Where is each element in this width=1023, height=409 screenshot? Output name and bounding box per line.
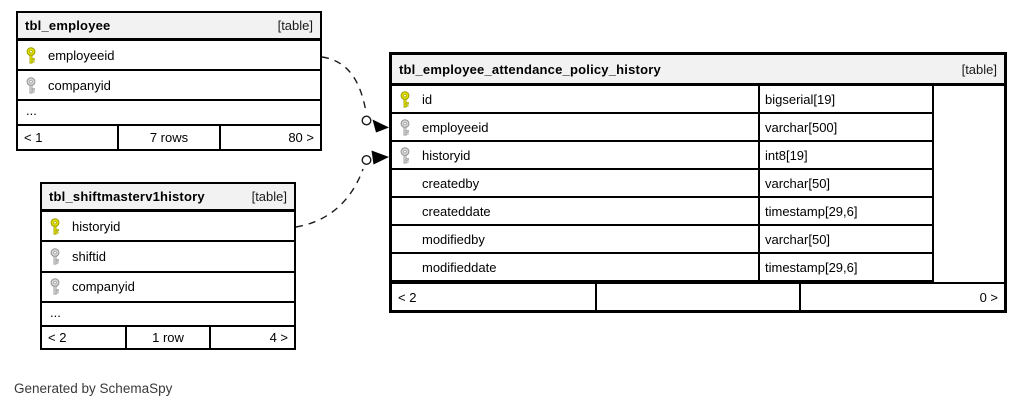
column-row-companyid: companyid <box>18 71 320 101</box>
column-row-shiftid: shiftid <box>42 242 294 273</box>
connector-employeeid-line <box>321 56 367 113</box>
column-type: bigserial[19] <box>765 91 836 107</box>
column-row-employeeid: employeeid varchar[500] <box>392 114 1004 142</box>
row-count <box>597 284 802 310</box>
primary-key-icon <box>26 46 36 64</box>
table-type-badge: [table] <box>961 61 997 77</box>
column-type: timestamp[29,6] <box>765 259 858 275</box>
column-type: varchar[50] <box>765 231 831 247</box>
parent-count: < 2 <box>392 284 597 310</box>
table-footer: < 2 1 row 4 > <box>42 326 294 348</box>
column-type: varchar[50] <box>765 175 831 191</box>
column-name: modifieddate <box>422 259 497 275</box>
foreign-key-icon <box>50 278 60 295</box>
more-columns-ellipsis: ... <box>18 101 320 126</box>
connector-historyid-line <box>295 168 364 228</box>
column-row-modifieddate: modifieddate timestamp[29,6] <box>392 254 1004 282</box>
connector-employeeid <box>321 56 389 133</box>
column-row-createddate: createddate timestamp[29,6] <box>392 198 1004 226</box>
key-spacer <box>399 259 411 276</box>
table-tbl-employee: tbl_employee [table] employeeid <box>16 11 322 151</box>
schemaspy-credit: Generated by SchemaSpy <box>14 381 173 396</box>
foreign-key-icon <box>400 118 410 136</box>
key-spacer <box>399 175 411 192</box>
row-count: 7 rows <box>119 126 221 149</box>
connector-arrowhead <box>372 119 389 133</box>
foreign-key-icon <box>400 146 410 164</box>
column-type: int8[19] <box>765 147 808 163</box>
column-type: varchar[500] <box>765 119 838 135</box>
child-count: 0 > <box>979 289 999 305</box>
parent-count: < 1 <box>18 126 120 149</box>
column-row-historyid: historyid int8[19] <box>392 142 1004 170</box>
more-columns-ellipsis: ... <box>42 303 294 327</box>
table-footer: < 2 0 > <box>392 282 1004 310</box>
column-row-createdby: createdby varchar[50] <box>392 170 1004 198</box>
parent-count: < 2 <box>42 326 127 348</box>
empty-side-column <box>932 86 1004 282</box>
column-name: employeeid <box>48 47 115 63</box>
connector-endpoint-circle <box>361 115 372 126</box>
foreign-key-icon <box>26 76 36 94</box>
primary-key-icon <box>400 90 410 108</box>
column-row-modifiedby: modifiedby varchar[50] <box>392 226 1004 254</box>
table-tbl-employee-attendance-policy-history: tbl_employee_attendance_policy_history [… <box>389 52 1007 313</box>
column-name: companyid <box>48 77 111 93</box>
column-name: historyid <box>422 147 471 163</box>
column-name: shiftid <box>72 248 106 264</box>
connector-arrowhead <box>371 150 389 165</box>
column-row-historyid: historyid <box>42 212 294 243</box>
column-name: createdby <box>422 175 480 191</box>
primary-key-icon <box>50 217 60 235</box>
child-count: 80 > <box>288 130 314 145</box>
table-title[interactable]: tbl_shiftmasterv1history <box>49 189 205 204</box>
connector-historyid <box>295 150 389 228</box>
table-header: tbl_shiftmasterv1history [table] <box>42 184 294 212</box>
table-tbl-shiftmasterv1history: tbl_shiftmasterv1history [table] history… <box>40 182 296 350</box>
column-name: employeeid <box>422 119 489 135</box>
key-spacer <box>399 231 411 248</box>
column-name: modifiedby <box>422 231 485 247</box>
foreign-key-icon <box>50 248 60 265</box>
column-row-id: id bigserial[19] <box>392 86 1004 114</box>
table-title[interactable]: tbl_employee <box>25 18 111 33</box>
table-title[interactable]: tbl_employee_attendance_policy_history <box>399 61 661 77</box>
column-name: companyid <box>72 279 135 295</box>
table-header: tbl_employee_attendance_policy_history [… <box>392 55 1004 86</box>
table-footer: < 1 7 rows 80 > <box>18 126 320 149</box>
table-header: tbl_employee [table] <box>18 13 320 41</box>
connector-endpoint-circle <box>361 154 372 165</box>
column-type: timestamp[29,6] <box>765 203 858 219</box>
table-type-badge: [table] <box>251 189 287 204</box>
column-row-companyid: companyid <box>42 272 294 303</box>
child-count: 4 > <box>269 329 289 345</box>
column-row-employeeid: employeeid <box>18 41 320 71</box>
key-spacer <box>399 203 411 220</box>
column-name: historyid <box>72 218 121 234</box>
table-type-badge: [table] <box>277 18 313 33</box>
column-name: createddate <box>422 203 491 219</box>
column-name: id <box>422 91 433 107</box>
row-count: 1 row <box>127 326 212 348</box>
